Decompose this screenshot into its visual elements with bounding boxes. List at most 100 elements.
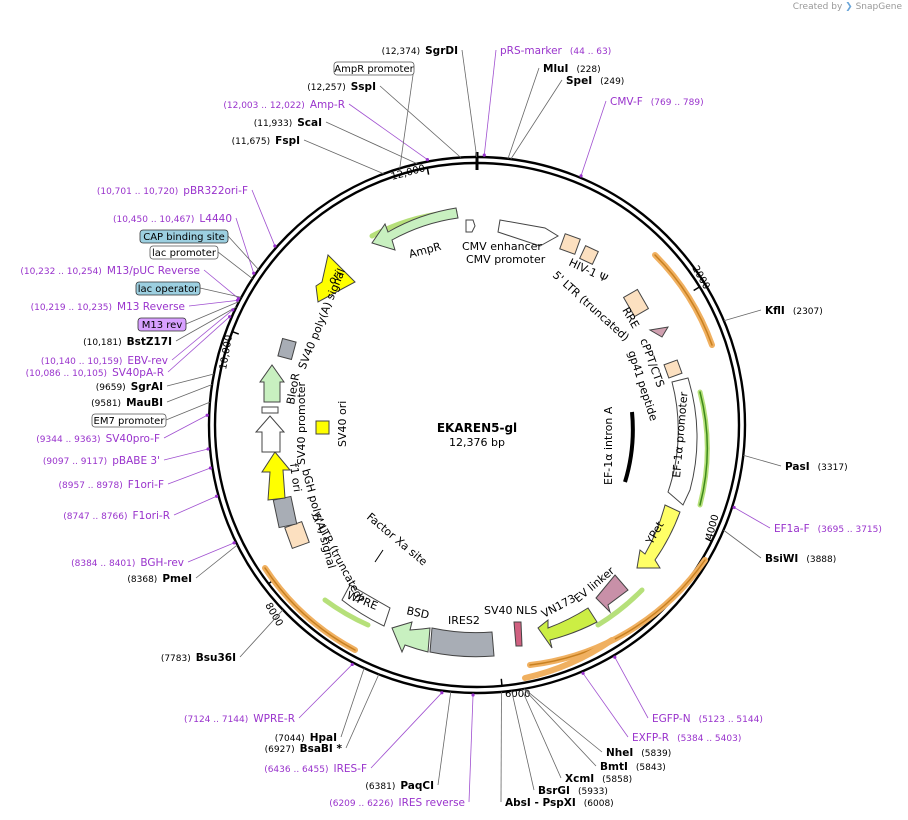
enzyme-label[interactable]: (9659)SgrAI (96, 381, 163, 393)
primer-label[interactable]: (10,140 .. 10,159)EBV-rev (41, 355, 168, 367)
primer-site-marker (206, 447, 210, 451)
tick-mark (500, 678, 503, 686)
feature-label-sv40-promoter: SV40 promoter (295, 381, 308, 465)
primer-label[interactable]: EF1a-F(3695 .. 3715) (774, 523, 882, 535)
enzyme-label[interactable]: (12,374)SgrDI (382, 45, 458, 57)
boxed-label-frame (91, 413, 167, 428)
primer-leader (188, 299, 238, 307)
credit-text: Created by (792, 2, 843, 12)
enzyme-leader (175, 306, 237, 342)
enzyme-leader (166, 373, 214, 387)
feature-label-ef1a-intron: EF-1α intron A (602, 406, 615, 485)
feature-label-ampr: AmpR (407, 240, 442, 261)
primer-leader (614, 656, 649, 719)
primer-site-marker (214, 494, 219, 498)
boxed-label[interactable]: lac operator (138, 284, 199, 295)
feature-label-5ltr-top: 5' LTR (truncated) (550, 269, 632, 344)
primer-site-marker (581, 671, 585, 675)
primer-leader (483, 49, 497, 156)
ampr-arrow (371, 207, 459, 251)
enzyme-label[interactable]: (6381)PaqCI (365, 780, 434, 792)
boxed-label[interactable]: CAP binding site (143, 232, 225, 243)
primer-label[interactable]: (9344 .. 9363)SV40pro-F (36, 433, 160, 445)
primer-label[interactable]: pRS-marker(44 .. 63) (500, 45, 611, 57)
ori-arrow (315, 254, 356, 303)
enzyme-label[interactable]: XcmI(5858) (565, 773, 632, 785)
primer-leader (173, 495, 217, 516)
primer-leader (298, 664, 353, 719)
primer-label[interactable]: (12,003 .. 12,022)Amp-R (223, 99, 345, 111)
enzyme-label[interactable]: (12,257)SspI (307, 81, 376, 93)
primer-label[interactable]: (6436 .. 6455)IRES-F (264, 763, 367, 775)
boxed-label-leader (185, 301, 240, 325)
enzyme-label[interactable]: PasI(3317) (785, 461, 848, 473)
feature-label-vn173: VN173 (539, 592, 578, 621)
primer-label[interactable]: (7124 .. 7144)WPRE-R (184, 713, 295, 725)
enzyme-label[interactable]: BmtI(5843) (600, 761, 666, 773)
primer-label[interactable]: (6209 .. 6226)IRES reverse (329, 797, 465, 809)
enzyme-label[interactable]: BsiWI(3888) (765, 553, 836, 565)
primer-site-marker (732, 505, 736, 510)
boxed-label[interactable]: M13 rev (142, 320, 183, 331)
primer-leader (468, 694, 474, 803)
feature-label-ires2: IRES2 (448, 614, 480, 627)
enzyme-leader (723, 529, 762, 559)
enzyme-label[interactable]: BsrGI(5933) (538, 785, 608, 797)
boxed-label-leader (217, 251, 253, 279)
enzyme-label[interactable]: (11,675)FspI (232, 135, 300, 147)
enzyme-leader (521, 689, 562, 779)
primer-site-marker (232, 541, 236, 545)
sv40nls-shape (513, 621, 523, 647)
em7-box (261, 406, 279, 414)
primer-label[interactable]: (10,701 .. 10,720)pBR322ori-F (97, 185, 248, 197)
ypet-arrow (636, 504, 681, 569)
enzyme-leader (239, 609, 284, 658)
primer-label[interactable]: (10,232 .. 10,254)M13/pUC Reverse (20, 265, 200, 277)
enzyme-label[interactable]: AbsI - PspXI(6008) (505, 797, 614, 809)
boxed-label[interactable]: lac promoter (152, 248, 217, 259)
orf-arc-4-core (264, 567, 356, 651)
enzyme-label[interactable]: (9581)MauBI (91, 397, 163, 409)
enzyme-label[interactable]: (7044)HpaI (275, 732, 337, 744)
boxed-label-leader (227, 235, 259, 270)
primer-label[interactable]: CMV-F(769 .. 789) (610, 96, 704, 108)
boxed-label[interactable]: AmpR promoter (334, 64, 414, 75)
orf-arc-6 (595, 587, 645, 628)
enzyme-label[interactable]: MluI(228) (543, 63, 601, 75)
enzyme-label[interactable]: KflI(2307) (765, 305, 823, 317)
primer-label[interactable]: (10,219 .. 10,235)M13 Reverse (31, 301, 185, 313)
hiv-psi-box (559, 233, 581, 255)
ef1a-promoter-arrow (667, 377, 698, 506)
primer-site-marker (613, 655, 617, 659)
enzyme-label[interactable]: NheI(5839) (606, 747, 671, 759)
tick-label: 8000 (262, 601, 284, 629)
orf-arc-1-core (654, 254, 713, 346)
feature-label-cmv-promoter: CMV promoter (466, 253, 546, 266)
boxed-label-leader (399, 67, 415, 169)
enzyme-label[interactable]: (11,933)ScaI (254, 117, 322, 129)
enzyme-label[interactable]: SpeI(249) (566, 75, 624, 87)
tick-mark (231, 330, 240, 335)
enzyme-leader (743, 454, 782, 467)
ampr-promoter-arrow (465, 219, 476, 233)
primer-site-marker (273, 244, 277, 248)
primer-label[interactable]: EGFP-N(5123 .. 5144) (652, 713, 763, 725)
primer-label[interactable]: (9097 .. 9117)pBABE 3' (43, 455, 160, 467)
primer-label[interactable]: (10,086 .. 10,105)SV40pA-R (26, 367, 164, 379)
boxed-label-frame (139, 229, 229, 244)
primer-label[interactable]: (8747 .. 8766)F1ori-R (63, 510, 170, 522)
enzyme-leader (511, 690, 535, 791)
boxed-label-frame (149, 245, 219, 260)
enzyme-label[interactable]: (10,181)BstZ17I (83, 336, 172, 348)
enzyme-label[interactable]: (7783)Bsu36I (161, 652, 236, 664)
primer-leader (348, 103, 428, 160)
tick-mark (693, 286, 701, 292)
primer-label[interactable]: (10,450 .. 10,467)L4440 (113, 213, 232, 225)
primer-label[interactable]: (8384 .. 8401)BGH-rev (71, 557, 184, 569)
enzyme-label[interactable]: (8368)PmeI (127, 573, 192, 585)
primer-label[interactable]: (8957 .. 8978)F1ori-F (59, 479, 165, 491)
primer-label[interactable]: EXFP-R(5384 .. 5403) (632, 732, 741, 744)
feature-label-factor-xa: Factor Xa site (364, 510, 430, 568)
enzyme-label[interactable]: (6927)BsaBI * (265, 743, 343, 755)
boxed-label[interactable]: EM7 promoter (94, 416, 166, 427)
